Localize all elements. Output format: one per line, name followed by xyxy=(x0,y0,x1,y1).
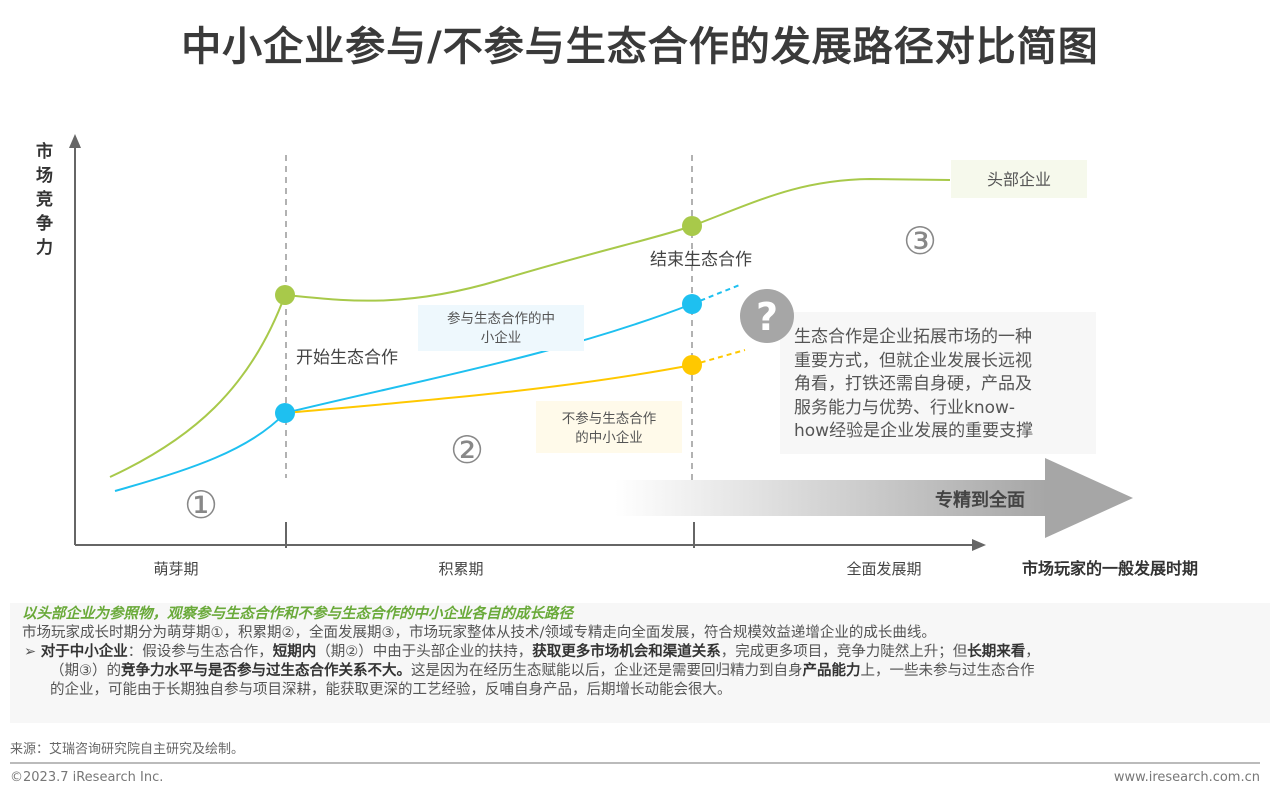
head-label: 头部企业 xyxy=(987,170,1051,189)
head-label-box xyxy=(951,160,1087,198)
phase-marker-2: ② xyxy=(450,428,484,472)
start-label: 开始生态合作 xyxy=(296,348,398,368)
development-path-diagram: 专精到全面 头部企业 开始生态合作 结束生态合作 参与生态合作的中 小企业 不参… xyxy=(69,134,1198,578)
end-point-head xyxy=(682,216,702,236)
note-heading: 以头部企业为参照物，观察参与生态合作和不参与生态合作的中小企业各自的成长路径 xyxy=(22,606,573,622)
note-paragraph: 市场玩家成长时期分为萌芽期①，积累期②，全面发展期③，市场玩家整体从技术/领域专… xyxy=(22,625,936,641)
join-label-box xyxy=(418,305,584,351)
note-bullet: ➢ 对于中小企业：假设参与生态合作，短期内（期②）中由于头部企业的扶持，获取更多… xyxy=(24,644,1040,660)
end-label: 结束生态合作 xyxy=(650,250,752,270)
divider xyxy=(10,762,1260,764)
summary-note: 以头部企业为参照物，观察参与生态合作和不参与生态合作的中小企业各自的成长路径 市… xyxy=(10,603,1270,723)
start-point-sme xyxy=(275,403,295,423)
question-note-box: 生态合作是企业拓展市场的一种 重要方式，但就企业发展长远视 角看，打铁还需自身硬… xyxy=(780,312,1096,454)
end-point-join xyxy=(682,294,702,314)
note-bullet-cont: （期③）的竞争力水平与是否参与过生态合作关系不大。这是因为在经历生态赋能以后，企… xyxy=(50,663,1035,679)
period-label: 萌芽期 xyxy=(153,560,198,578)
question-line: 角看，打铁还需自身硬，产品及 xyxy=(794,374,1032,394)
question-line: 生态合作是企业拓展市场的一种 xyxy=(794,327,1032,347)
question-line: 服务能力与优势、行业know- xyxy=(794,397,1016,418)
nojoin-label-box xyxy=(536,401,682,453)
head-enterprise-curve xyxy=(109,177,951,478)
join-sme-curve xyxy=(114,303,693,492)
period-label: 积累期 xyxy=(438,560,483,578)
bullet-icon: ➢ xyxy=(24,644,41,660)
arrow-label: 专精到全面 xyxy=(935,489,1025,511)
x-axis-arrow-icon xyxy=(972,539,986,551)
x-axis-label: 市场玩家的一般发展时期 xyxy=(1022,559,1198,578)
phase-marker-1: ① xyxy=(184,483,218,527)
end-point-nojoin xyxy=(682,355,702,375)
source-note: 来源：艾瑞咨询研究院自主研究及绘制。 xyxy=(10,742,245,757)
note-bullet-cont: 的企业，可能由于长期独自参与项目深耕，能获取更深的工艺经验，反哺自身产品，后期增… xyxy=(50,682,732,698)
phase-marker-3: ③ xyxy=(903,219,937,263)
nojoin-label-line2: 的中小企业 xyxy=(575,429,643,446)
nojoin-label-line1: 不参与生态合作 xyxy=(562,410,657,427)
join-label-line1: 参与生态合作的中 xyxy=(447,310,555,327)
join-label-line2: 小企业 xyxy=(481,329,522,346)
period-label: 全面发展期 xyxy=(846,560,921,578)
y-axis-arrow-icon xyxy=(69,134,81,148)
website-link[interactable]: www.iresearch.com.cn xyxy=(1113,770,1260,785)
page-title: 中小企业参与/不参与生态合作的发展路径对比简图 xyxy=(181,24,1099,70)
question-line: how经验是企业发展的重要支撑 xyxy=(794,421,1034,441)
start-point-head xyxy=(275,285,295,305)
specialization-arrow: 专精到全面 xyxy=(615,458,1133,538)
nojoin-sme-curve xyxy=(284,364,693,414)
copyright: ©2023.7 iResearch Inc. xyxy=(10,770,164,785)
question-line: 重要方式，但就企业发展长远视 xyxy=(794,350,1032,371)
y-axis-label: 市场竞争力 xyxy=(36,142,53,258)
